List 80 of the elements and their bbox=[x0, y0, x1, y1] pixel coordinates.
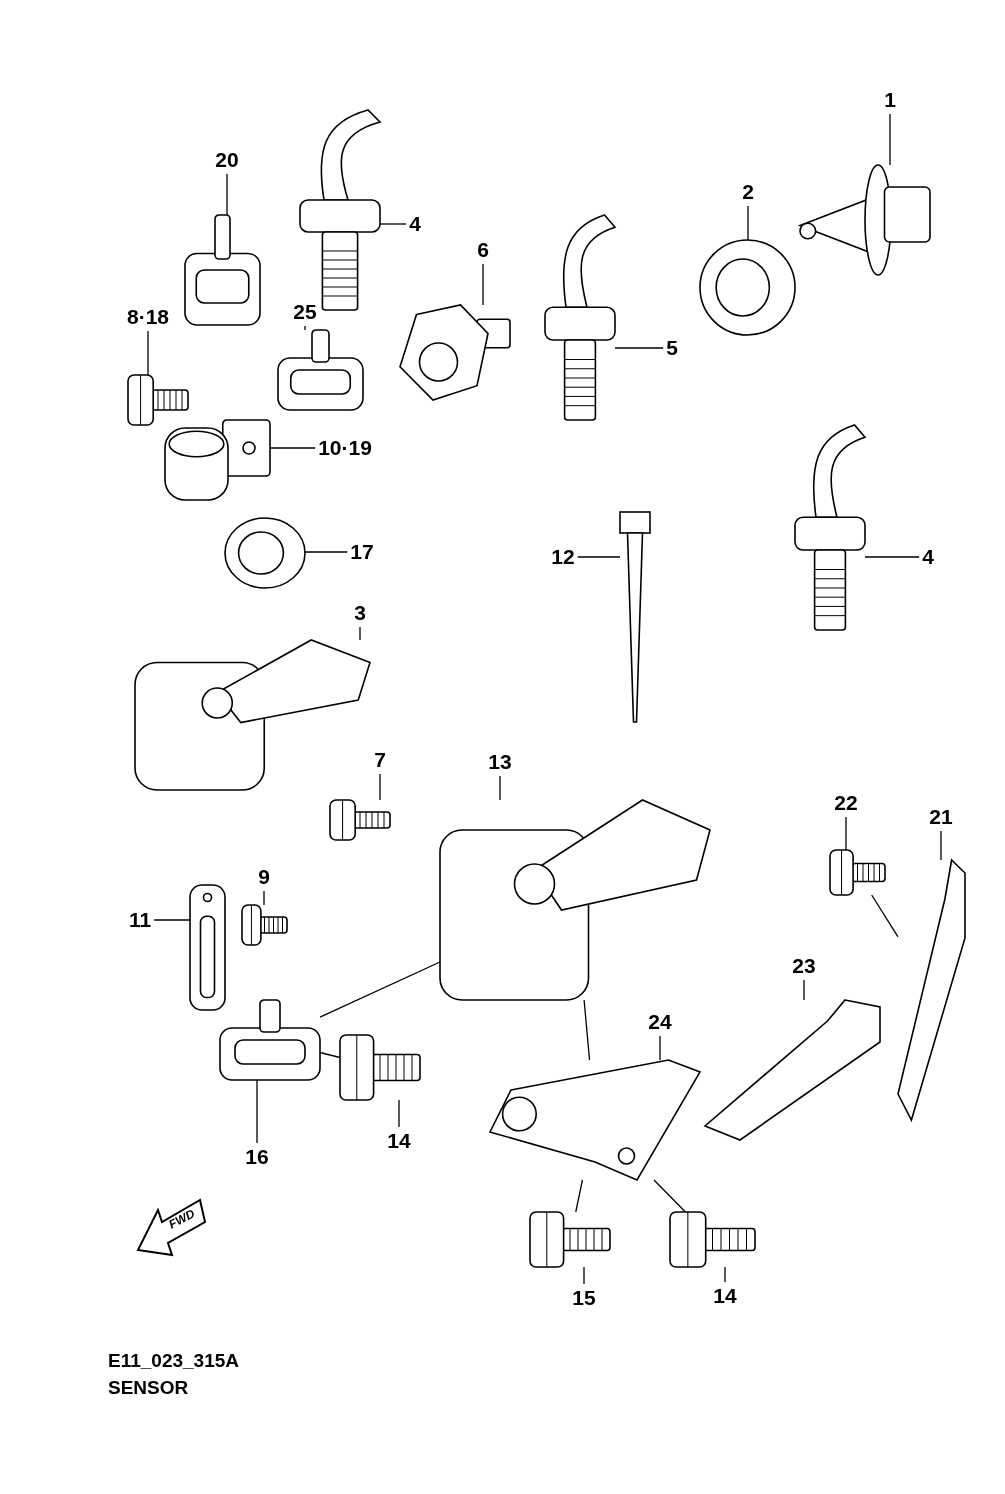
leader-line bbox=[577, 556, 621, 558]
callout-number: 14 bbox=[713, 1284, 737, 1308]
pressure-sensor-drawing bbox=[794, 424, 866, 631]
clip-drawing bbox=[184, 214, 261, 326]
leader-line bbox=[304, 551, 348, 553]
callout-number: 9 bbox=[258, 865, 270, 889]
bolt-drawing bbox=[329, 799, 391, 841]
callout-number: 24 bbox=[648, 1010, 672, 1034]
assembly-line bbox=[575, 1179, 584, 1213]
leader-line bbox=[359, 626, 361, 641]
callout-number: 1 bbox=[884, 88, 896, 112]
callout-number: 16 bbox=[245, 1145, 269, 1169]
callout-number: 4 bbox=[922, 545, 934, 569]
callout-number: 10·19 bbox=[318, 436, 372, 460]
leader-line bbox=[659, 1035, 661, 1061]
clip-drawing bbox=[219, 999, 321, 1081]
grommet-drawing bbox=[224, 517, 306, 589]
grommet-drawing bbox=[699, 239, 796, 336]
knock-sensor-drawing bbox=[399, 304, 511, 401]
pressure-sensor-drawing bbox=[544, 214, 616, 421]
leader-line bbox=[747, 205, 749, 241]
callout-number: 15 bbox=[572, 1286, 596, 1310]
bracket-drawing bbox=[703, 999, 881, 1141]
callout-number: 13 bbox=[488, 750, 512, 774]
clip-drawing bbox=[189, 884, 226, 1011]
callout-number: 20 bbox=[215, 148, 239, 172]
callout-number: 22 bbox=[834, 791, 858, 815]
assembly-line bbox=[583, 999, 591, 1061]
assembly-line bbox=[319, 961, 441, 1018]
bolt-drawing bbox=[829, 849, 886, 896]
leader-line bbox=[864, 556, 920, 558]
leader-line bbox=[583, 1266, 585, 1285]
bolt-drawing bbox=[339, 1034, 421, 1101]
leader-line bbox=[304, 325, 306, 331]
drawing-title: SENSOR bbox=[108, 1377, 189, 1399]
connector-sensor-drawing bbox=[797, 164, 931, 276]
clamp-drawing bbox=[164, 419, 271, 501]
callout-number: 11 bbox=[128, 908, 152, 932]
leader-line bbox=[147, 330, 149, 376]
bolt-drawing bbox=[241, 904, 288, 946]
leader-line bbox=[398, 1099, 400, 1128]
callout-number: 7 bbox=[374, 748, 386, 772]
bolt-drawing bbox=[529, 1211, 611, 1268]
bracket-drawing bbox=[897, 858, 966, 1123]
bolt-drawing bbox=[127, 374, 189, 426]
leader-line bbox=[226, 173, 228, 216]
leader-line bbox=[845, 816, 847, 851]
callout-number: 5 bbox=[666, 336, 678, 360]
leader-line bbox=[803, 979, 805, 1001]
leader-line bbox=[724, 1266, 726, 1283]
callout-number: 25 bbox=[293, 300, 317, 324]
leader-line bbox=[379, 773, 381, 801]
cable-tie-drawing bbox=[619, 511, 651, 723]
leader-line bbox=[263, 890, 265, 906]
callout-number: 12 bbox=[551, 545, 575, 569]
callout-number: 14 bbox=[387, 1129, 411, 1153]
leader-line bbox=[614, 347, 664, 349]
callout-number: 23 bbox=[792, 954, 816, 978]
assembly-line bbox=[871, 894, 899, 938]
callout-number: 17 bbox=[350, 540, 374, 564]
leader-line bbox=[940, 830, 942, 861]
callout-number: 3 bbox=[354, 601, 366, 625]
callout-number: 2 bbox=[742, 180, 754, 204]
leader-line bbox=[256, 1079, 258, 1144]
assembly-line bbox=[653, 1179, 687, 1213]
bolt-drawing bbox=[669, 1211, 756, 1268]
callout-number: 21 bbox=[929, 805, 953, 829]
leader-line bbox=[499, 775, 501, 801]
position-sensor-drawing bbox=[134, 639, 371, 791]
callout-number: 8·18 bbox=[127, 305, 169, 329]
drawing-code: E11_023_315A bbox=[108, 1350, 239, 1372]
leader-line bbox=[482, 263, 484, 306]
callout-number: 4 bbox=[409, 212, 421, 236]
bracket-drawing bbox=[488, 1059, 702, 1181]
position-sensor-drawing bbox=[439, 799, 711, 1001]
leader-line bbox=[153, 919, 191, 921]
leader-line bbox=[889, 113, 891, 166]
clip-drawing bbox=[277, 329, 364, 411]
direction-label: FWD bbox=[166, 1206, 197, 1232]
callout-number: 6 bbox=[477, 238, 489, 262]
